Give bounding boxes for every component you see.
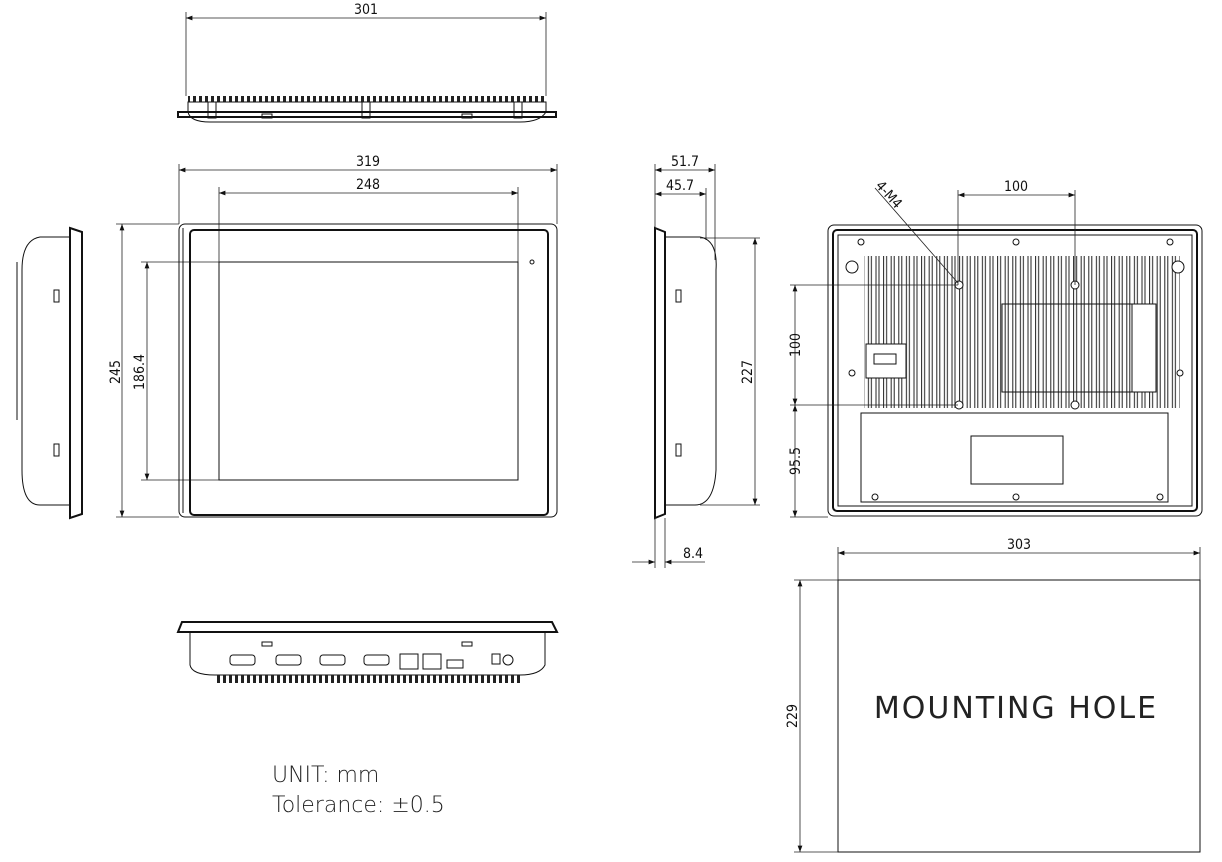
dim-side-height: 227 (740, 360, 756, 384)
dim-overall-height: 245 (108, 360, 124, 384)
dim-screen-height: 186.4 (132, 354, 148, 390)
unit-label: UNIT: mm (272, 763, 379, 788)
dim-depth-body: 45.7 (666, 178, 694, 194)
top-view: 301 (177, 2, 557, 123)
dim-cutout-height: 229 (785, 704, 801, 728)
dim-vesa-offset: 95.5 (788, 447, 804, 475)
tolerance-label: Tolerance: ±0.5 (272, 793, 445, 818)
dim-overall-width: 319 (356, 154, 380, 170)
right-side-view: 51.7 45.7 227 8.4 (632, 154, 760, 568)
front-view: 319 248 245 186.4 (108, 154, 558, 518)
dim-bezel-thickness: 8.4 (683, 546, 703, 562)
back-view: 100 4-M4 100 95.5 (788, 178, 1203, 518)
screw-callout: 4-M4 (872, 178, 905, 212)
dim-vesa-vertical: 100 (788, 333, 804, 357)
bottom-view (176, 621, 559, 683)
dim-vesa-horizontal: 100 (1004, 179, 1028, 195)
dim-cutout-width: 303 (1007, 537, 1031, 553)
mounting-cutout: 303 229 MOUNTING HOLE (785, 537, 1201, 853)
dim-depth-total: 51.7 (671, 154, 699, 170)
dim-screen-width: 248 (356, 177, 380, 193)
left-side-view (16, 226, 83, 520)
dim-top-width: 301 (354, 2, 378, 18)
mounting-hole-label: MOUNTING HOLE (874, 691, 1158, 726)
